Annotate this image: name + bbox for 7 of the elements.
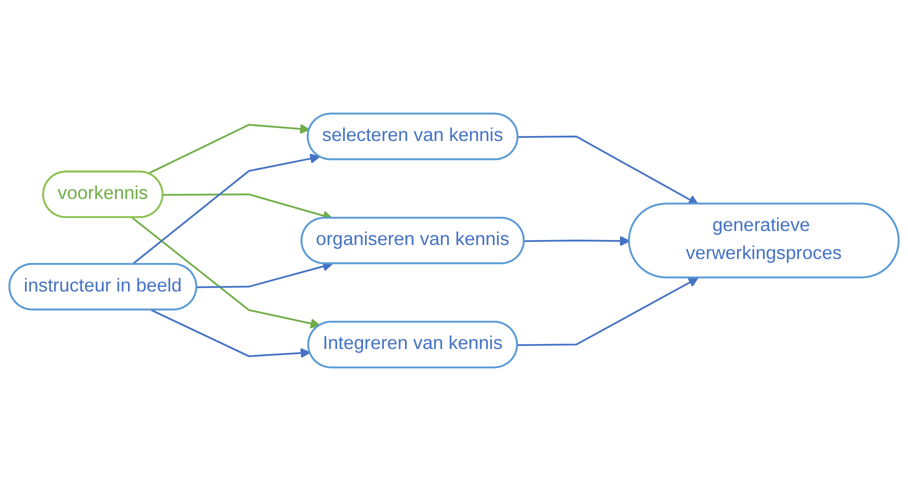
arrow	[518, 277, 699, 346]
arrow	[132, 154, 320, 266]
arrow	[196, 261, 333, 288]
arrow	[150, 309, 310, 358]
arrow	[518, 136, 699, 205]
arrow	[132, 217, 320, 329]
arrow	[148, 124, 310, 174]
